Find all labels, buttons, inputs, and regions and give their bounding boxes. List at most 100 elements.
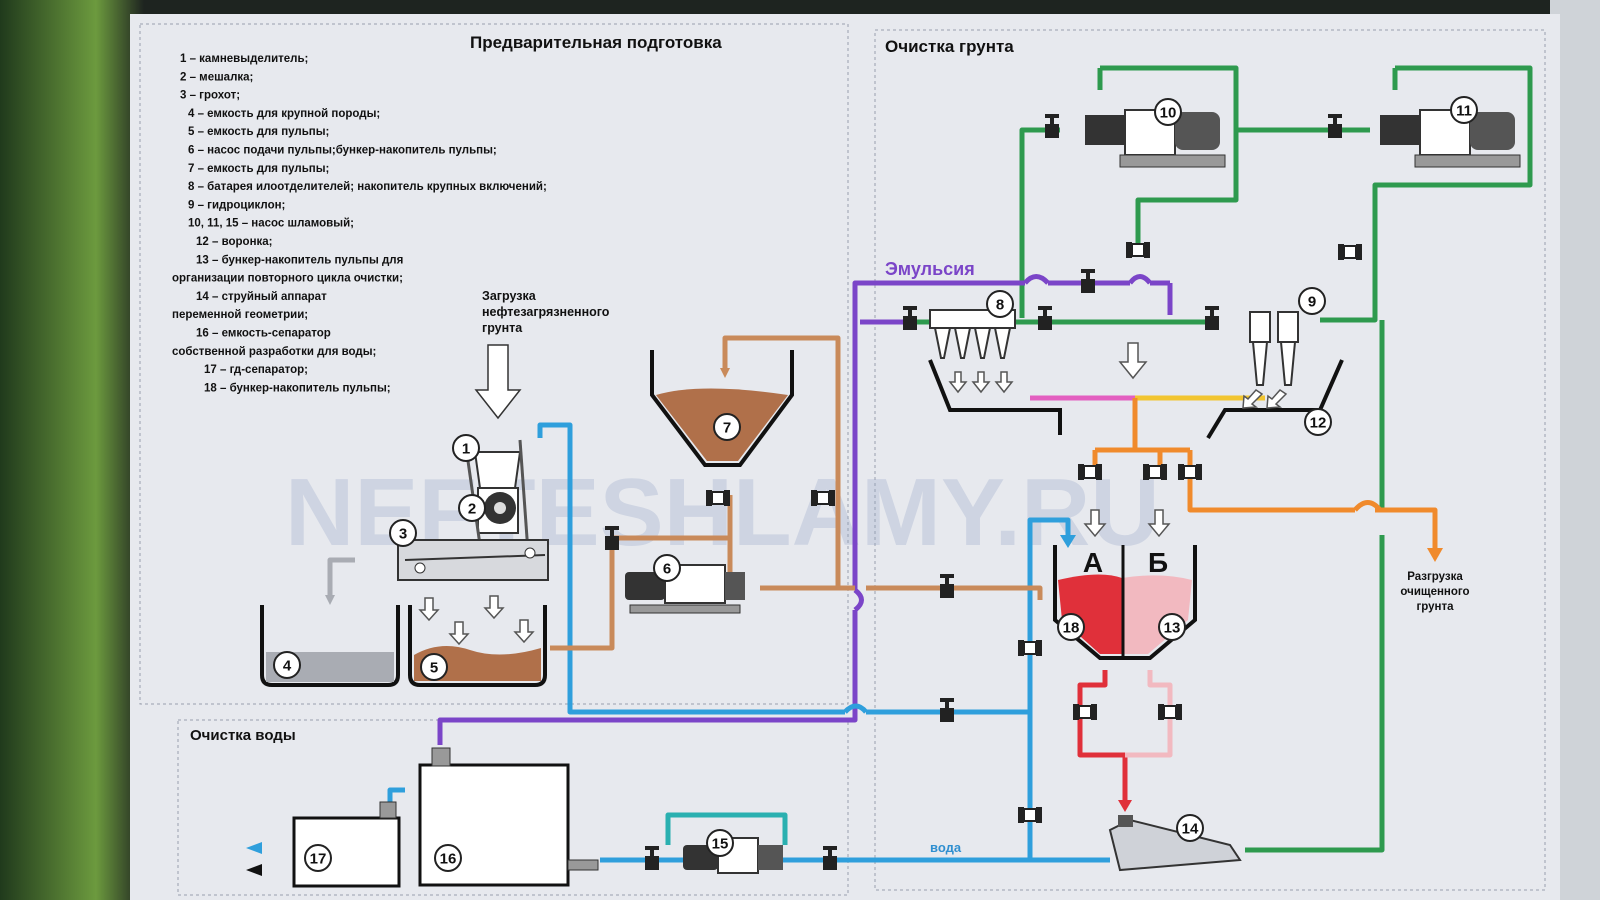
- green-line-return: [1245, 320, 1385, 853]
- water-line-to-hopper: [1027, 517, 1071, 860]
- equipment-badge-5: 5: [420, 653, 448, 681]
- svg-text:12: 12: [1310, 415, 1327, 432]
- svg-text:14: 14: [1182, 821, 1199, 838]
- legend-line: 18 – бункер-накопитель пульпы;: [204, 382, 391, 394]
- gate-valve: [903, 306, 917, 330]
- gate-valve: [1205, 306, 1219, 330]
- green-line-pump11: [1320, 65, 1533, 323]
- svg-text:Разгрузка: Разгрузка: [1407, 571, 1463, 583]
- check-valve: [811, 490, 835, 506]
- equipment-legend: 1 – камневыделитель; 2 – мешалка; 3 – грох…: [172, 53, 547, 394]
- collection-trough-8: [928, 359, 1062, 435]
- equipment-badge-3: 3: [389, 519, 417, 547]
- gate-valve: [1081, 269, 1095, 293]
- valves: [605, 114, 1362, 870]
- equipment-badge-8: 8: [986, 290, 1014, 318]
- emulsion-label: Эмульсия: [885, 259, 975, 279]
- legend-line: 5 – емкость для пульпы;: [188, 126, 329, 138]
- check-valve: [1143, 464, 1167, 480]
- equipment-badge-11: 11: [1450, 96, 1478, 124]
- equipment-badge-12: 12: [1304, 408, 1332, 436]
- discharge-line: [1092, 398, 1438, 552]
- svg-text:13: 13: [1164, 620, 1181, 637]
- cyan-loop: [665, 812, 788, 845]
- svg-text:3: 3: [399, 526, 407, 543]
- svg-text:4: 4: [283, 658, 292, 675]
- pink-outlet-line: [1125, 670, 1173, 758]
- svg-text:1: 1: [462, 441, 470, 458]
- unloading-annotation: Разгрузка очищенного грунта: [1400, 571, 1469, 613]
- soil-cleaning-title: Очистка грунта: [885, 37, 1014, 56]
- equipment-badge-9: 9: [1298, 287, 1326, 315]
- funnel-12: [1206, 359, 1344, 440]
- legend-line: 12 – воронка;: [196, 236, 273, 248]
- red-outlet-line: [1077, 670, 1128, 805]
- check-valve: [1158, 704, 1182, 720]
- svg-text:10: 10: [1160, 105, 1177, 122]
- check-valve: [706, 490, 730, 506]
- pump-6: [625, 564, 745, 614]
- equipment-badge-7: 7: [713, 413, 741, 441]
- svg-text:Загрузка: Загрузка: [482, 289, 537, 303]
- pulp-line-to-7: [722, 335, 841, 588]
- water-cleaning-title: Очистка воды: [190, 727, 296, 744]
- svg-text:2: 2: [468, 501, 476, 518]
- hopper-a-label: А: [1083, 547, 1103, 578]
- legend-line: организации повторного цикла очистки;: [172, 273, 403, 285]
- screen-3: [397, 539, 549, 581]
- legend-line: переменной геометрии;: [172, 309, 308, 321]
- svg-text:нефтезагрязненного: нефтезагрязненного: [482, 305, 610, 319]
- legend-line: 4 – емкость для крупной породы;: [188, 108, 380, 120]
- flow-arrows: [246, 368, 1443, 876]
- check-valve: [1018, 640, 1042, 656]
- equipment-badge-1: 1: [452, 434, 480, 462]
- equipment-badge-15: 15: [706, 829, 734, 857]
- drop-arrows-8: [948, 342, 1148, 394]
- svg-text:16: 16: [440, 851, 457, 868]
- svg-text:грунта: грунта: [482, 321, 523, 335]
- legend-line: 1 – камневыделитель;: [180, 53, 308, 65]
- screen-background: [130, 14, 1560, 900]
- gate-valve: [823, 846, 837, 870]
- drop-arrows-hopper: [1083, 509, 1171, 538]
- legend-line: 13 – бункер-накопитель пульпы для: [196, 254, 403, 266]
- jet-apparatus-14: [1108, 815, 1242, 872]
- water-label: вода: [930, 840, 962, 855]
- equipment-badge-18: 18: [1057, 613, 1085, 641]
- check-valve: [1018, 807, 1042, 823]
- svg-text:очищенного: очищенного: [1400, 586, 1469, 598]
- water-line-to-stonetrap: [537, 422, 573, 655]
- gate-valve: [645, 846, 659, 870]
- gate-valve: [940, 698, 954, 722]
- gate-valve: [1038, 306, 1052, 330]
- equipment-badge-2: 2: [458, 494, 486, 522]
- check-valve: [1073, 704, 1097, 720]
- equipment-badge-14: 14: [1176, 814, 1204, 842]
- water-cleaning-panel: [177, 719, 849, 896]
- svg-text:9: 9: [1308, 294, 1316, 311]
- equipment-badge-10: 10: [1154, 98, 1182, 126]
- rock-line: [327, 557, 355, 595]
- check-valve: [1126, 242, 1150, 258]
- gate-valve: [1328, 114, 1342, 138]
- legend-line: 17 – гд-сепаратор;: [204, 364, 308, 376]
- legend-line: 2 – мешалка;: [180, 71, 253, 83]
- pretreatment-panel: [139, 23, 849, 705]
- legend-line: 6 – насос подачи пульпы;бункер-накопител…: [188, 145, 497, 157]
- svg-text:17: 17: [310, 851, 327, 868]
- pretreatment-title: Предварительная подготовка: [470, 33, 722, 52]
- hopper-b-label: Б: [1148, 547, 1168, 578]
- legend-line: 14 – струйный аппарат: [196, 291, 327, 303]
- equipment-badge-6: 6: [653, 554, 681, 582]
- gate-valve: [605, 526, 619, 550]
- legend-line: 9 – гидроциклон;: [188, 199, 285, 211]
- svg-text:11: 11: [1456, 103, 1472, 120]
- green-line-pump10: [1100, 65, 1239, 248]
- slurry-pump-11: [1380, 109, 1521, 168]
- svg-text:8: 8: [996, 297, 1004, 314]
- legend-line: 3 – грохот;: [180, 90, 240, 102]
- loading-annotation: Загрузка нефтезагрязненного грунта: [482, 289, 610, 335]
- gate-valve: [1045, 114, 1059, 138]
